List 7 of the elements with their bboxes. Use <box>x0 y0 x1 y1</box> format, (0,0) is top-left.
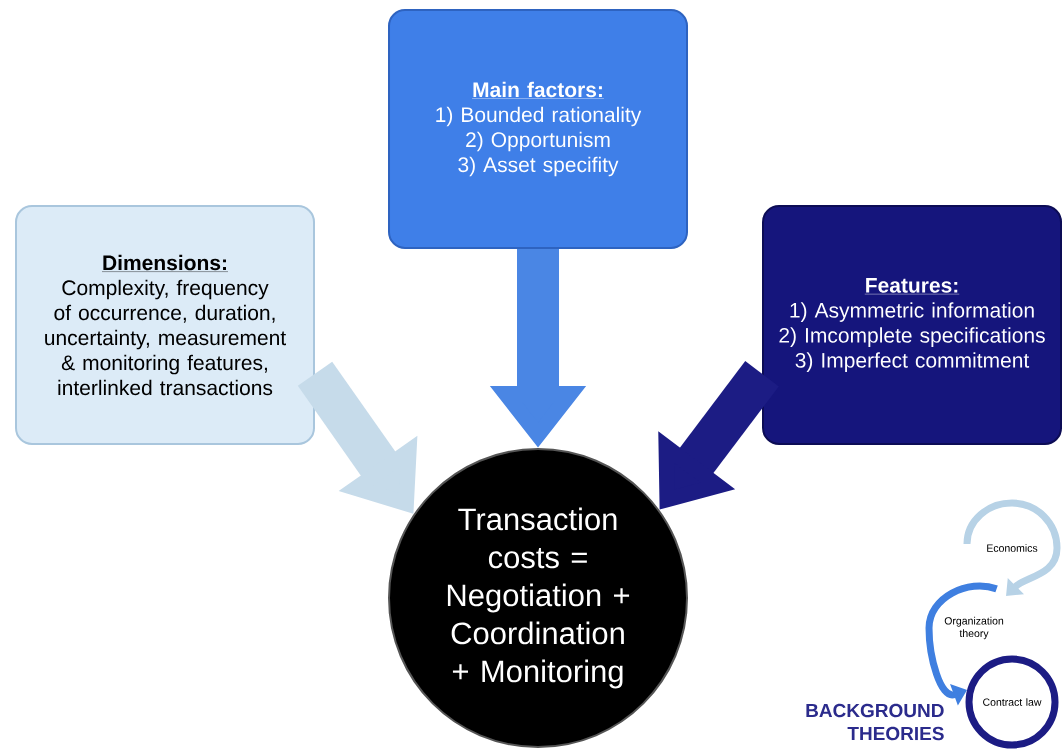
info-box: Dimensions: Complexity, frequency of occurrence, duration, uncertainty, measurement & monitoring features, interlinked transactions <box>15 205 315 445</box>
theory-label: Organization theory <box>944 616 1004 640</box>
section-title: BACKGROUND THEORIES <box>806 703 944 741</box>
info-box: Main factors: 1) Bounded rationality 2) Opportunism 3) Asset specifity <box>388 9 688 249</box>
theory-label: Economics <box>987 544 1038 552</box>
arrow <box>963 499 1061 596</box>
info-box: Features: 1) Asymmetric information 2) Imcomplete specifications 3) Imperfect commitment <box>762 205 1062 445</box>
